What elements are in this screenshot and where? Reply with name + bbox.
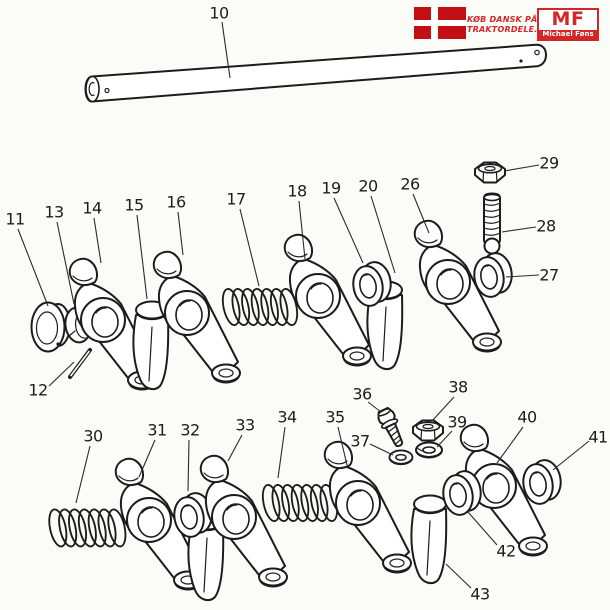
tagline-line2: TRAKTORDELE.DK [467, 24, 551, 34]
leader-line-41 [552, 440, 590, 471]
logo-tagline: KØB DANSK PÅ TRAKTORDELE.DK [467, 15, 551, 34]
part-number-28: 28 [536, 217, 556, 236]
leader-line-15 [136, 214, 148, 300]
part-number-20: 20 [358, 177, 378, 196]
leader-line-31 [138, 439, 156, 478]
part-number-37: 37 [350, 432, 369, 451]
leader-line-42 [467, 511, 498, 546]
part-10-rocker-shaft [84, 43, 547, 103]
leader-line-20 [370, 195, 396, 274]
part-number-16: 16 [166, 193, 186, 212]
leader-line-40 [496, 426, 524, 464]
leader-line-34 [277, 426, 286, 479]
leader-line-11 [17, 228, 49, 307]
leader-line-16 [177, 211, 184, 256]
leader-line-12 [48, 361, 75, 387]
part-number-35: 35 [325, 408, 344, 427]
part-number-18: 18 [287, 182, 307, 201]
leader-line-43 [445, 563, 472, 589]
part-number-17: 17 [226, 190, 245, 209]
leader-line-13 [56, 221, 75, 305]
part-number-14: 14 [82, 199, 102, 218]
part-number-29: 29 [539, 154, 559, 173]
part-39-lock-washer [415, 441, 443, 459]
part-29-nut [474, 161, 506, 184]
part-number-11: 11 [5, 210, 24, 229]
part-38-nut [412, 419, 444, 442]
part-number-34: 34 [277, 408, 297, 427]
part-12-pin [68, 348, 92, 379]
part-28-adjusting-screw [483, 192, 501, 255]
part-number-36: 36 [352, 385, 372, 404]
leader-line-29 [503, 164, 540, 172]
leader-line-35 [337, 426, 348, 466]
mf-logo-subtext: Michael Føns [539, 30, 597, 39]
part-number-40: 40 [517, 408, 537, 427]
part-number-15: 15 [124, 196, 143, 215]
part-number-32: 32 [180, 421, 199, 440]
danish-flag-icon [414, 7, 466, 39]
part-number-19: 19 [321, 179, 341, 198]
mf-logo: MF Michael Føns [537, 8, 599, 41]
part-number-33: 33 [235, 416, 254, 435]
part-30-spring [45, 506, 130, 549]
leader-line-36 [367, 401, 382, 413]
leader-line-30 [75, 445, 91, 504]
leader-line-28 [501, 226, 537, 233]
part-number-13: 13 [44, 203, 63, 222]
part-number-42: 42 [496, 542, 515, 561]
part-number-30: 30 [83, 427, 103, 446]
callout-labels: 10 11 12 13 14 15 16 17 18 19 20 26 27 28 29 30 31 32 33 34… [5, 4, 608, 604]
leader-line-27 [505, 274, 540, 278]
part-11-end-cap [30, 301, 71, 353]
mf-logo-text: MF [551, 8, 585, 30]
leader-line-14 [93, 217, 102, 264]
leader-line-37 [369, 443, 394, 456]
part-34-spring [259, 482, 341, 524]
leader-line-19 [333, 197, 364, 264]
part-number-10: 10 [209, 4, 229, 23]
leader-line-38 [431, 396, 455, 422]
part-number-27: 27 [539, 266, 558, 285]
leader-line-33 [227, 434, 243, 462]
leader-line-17 [239, 208, 260, 287]
leader-line-18 [298, 200, 306, 260]
part-37-washer [388, 449, 414, 466]
tagline-line1: KØB DANSK PÅ [467, 15, 538, 24]
part-number-12: 12 [28, 381, 47, 400]
part-36-screw [377, 406, 404, 448]
traktordele-logo: KØB DANSK PÅ TRAKTORDELE.DK MF Michael F… [412, 4, 606, 46]
part-43-support [410, 494, 448, 585]
leader-line-39 [436, 430, 453, 448]
part-number-41: 41 [588, 428, 607, 447]
part-number-39: 39 [447, 413, 467, 432]
part-17-spring [219, 286, 301, 328]
part-number-26: 26 [400, 175, 420, 194]
leader-line-26 [412, 193, 430, 234]
part-number-31: 31 [147, 421, 166, 440]
leader-line-32 [187, 439, 190, 492]
part-number-38: 38 [448, 378, 468, 397]
part-number-43: 43 [470, 585, 489, 604]
leader-line-10 [221, 21, 231, 79]
